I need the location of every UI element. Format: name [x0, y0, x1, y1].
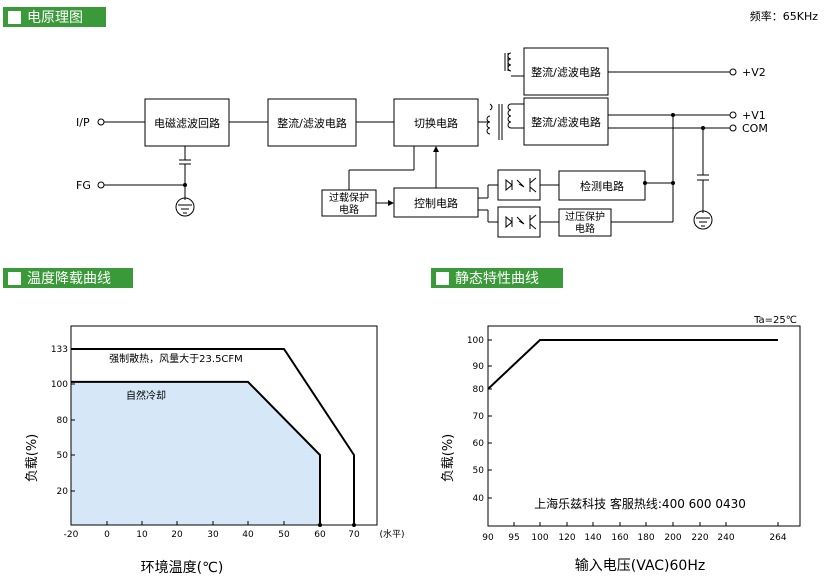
x-tick-label: 40 [242, 530, 254, 540]
optocoupler-2 [497, 206, 541, 238]
ovv-label-2: 电路 [575, 222, 595, 235]
rect-v1-block [523, 97, 609, 146]
plot-frame [487, 325, 801, 527]
y-tick-label: 100 [51, 380, 68, 390]
x-tick-label: 60 [314, 530, 326, 540]
x-tick-label: 10 [136, 530, 148, 540]
y-axis-label: 负载(%) [25, 434, 40, 483]
x-tick-label: 140 [584, 533, 601, 543]
natural-cooling-label: 自然冷却 [126, 389, 166, 402]
rect-v2-label: 整流/滤波电路 [531, 65, 601, 79]
transformer-secondary-icon [507, 103, 512, 129]
fg-label: FG [76, 179, 91, 192]
natural-cooling-area [71, 381, 320, 525]
optocoupler-icon [505, 177, 537, 230]
x-tick-label: 220 [691, 533, 708, 543]
endpoint-marker [352, 523, 356, 527]
section-title: 电原理图 [27, 10, 83, 26]
y-tick-label: 70 [473, 412, 485, 422]
y-tick-label: 50 [57, 451, 69, 461]
detect-label: 检测电路 [580, 179, 624, 193]
ovp-label-1: 过载保护 [329, 191, 369, 204]
y-tick-label: 90 [473, 362, 485, 372]
x-axis-label: 输入电压(VAC)60Hz [575, 558, 705, 574]
y-tick-label: 40 [473, 494, 485, 504]
section-title: 静态特性曲线 [455, 271, 539, 287]
plot-frame [70, 325, 378, 526]
control-label: 控制电路 [414, 196, 458, 210]
y-tick-label: 133 [51, 345, 68, 355]
watermark-text: 上海乐兹科技 客服热线:400 600 0430 [534, 496, 746, 511]
ovv-label-1: 过压保护 [565, 210, 605, 223]
x-tick-label: 0 [104, 530, 110, 540]
y-axis-label: 负载(%) [441, 434, 456, 483]
x-axis-label: 环境温度(℃) [141, 560, 224, 576]
x-tick-label: 120 [558, 533, 575, 543]
section-header-principle: 电原理图 [3, 7, 106, 27]
ambient-annotation: Ta=25℃ [753, 315, 797, 326]
x-tick-label: 180 [637, 533, 654, 543]
bullet-square-icon [8, 271, 21, 285]
rect1-label: 整流/滤波电路 [277, 116, 347, 130]
frequency-label: 频率：65KHz [749, 10, 818, 23]
x-tick-label: 30 [207, 530, 219, 540]
derating-chart: -20 0 10 20 30 40 50 60 70 (水平) 20 50 80 100 133 强制散热，风… [25, 325, 405, 576]
x-tick-label: 50 [278, 530, 290, 540]
v1-terminal [729, 111, 737, 119]
load-line [487, 339, 778, 390]
section-header-derating: 温度降载曲线 [3, 268, 133, 288]
x-tick-label: 70 [348, 530, 360, 540]
ip-label: I/P [76, 116, 90, 129]
x-tick-label: 100 [531, 533, 548, 543]
ground-icon [175, 197, 195, 217]
section-title: 温度降载曲线 [27, 271, 111, 287]
endpoint-marker [318, 523, 322, 527]
x-tick-label: 200 [664, 533, 681, 543]
x-tick-label: 160 [611, 533, 628, 543]
forced-air-label: 强制散热，风量大于23.5CFM [109, 352, 243, 365]
y-tick-label: 60 [473, 439, 485, 449]
com-label: COM [742, 122, 768, 135]
rect-v1-label: 整流/滤波电路 [531, 115, 601, 129]
arrow-icon [433, 146, 439, 152]
x-unit-label: (水平) [379, 528, 404, 540]
transformer-primary-icon [486, 103, 493, 135]
y-tick-label: 80 [57, 416, 69, 426]
optocoupler-1 [497, 169, 541, 201]
y-tick-label: 100 [467, 336, 484, 346]
x-tick-label: 20 [171, 530, 183, 540]
ip-terminal [97, 118, 105, 126]
x-tick-label: -20 [64, 530, 79, 540]
forced-air-line [71, 348, 355, 525]
emi-label: 电磁滤波回路 [154, 117, 220, 130]
static-chart: 90 95 100 120 140 160 180 200 220 240 264 40 50 60 70 8… [441, 315, 801, 574]
bullet-square-icon [8, 10, 21, 24]
y-tick-label: 80 [473, 385, 485, 395]
v1-label: +V1 [742, 109, 766, 122]
natural-cooling-line [71, 380, 321, 525]
y-tick-label: 50 [473, 466, 485, 476]
arrow-icon [388, 200, 394, 206]
bullet-square-icon [436, 271, 449, 285]
x-tick-label: 240 [717, 533, 734, 543]
fg-terminal [97, 181, 105, 189]
com-terminal [729, 124, 737, 132]
v2-terminal [729, 68, 737, 76]
v2-label: +V2 [742, 66, 766, 79]
x-tick-label: 90 [482, 533, 494, 543]
ground-icon [693, 210, 713, 230]
section-header-static: 静态特性曲线 [431, 268, 563, 288]
x-tick-label: 264 [769, 533, 786, 543]
ovp-label-2: 电路 [339, 203, 359, 216]
switch-label: 切换电路 [414, 116, 458, 130]
x-tick-label: 95 [508, 533, 519, 543]
y-tick-label: 20 [57, 487, 69, 497]
